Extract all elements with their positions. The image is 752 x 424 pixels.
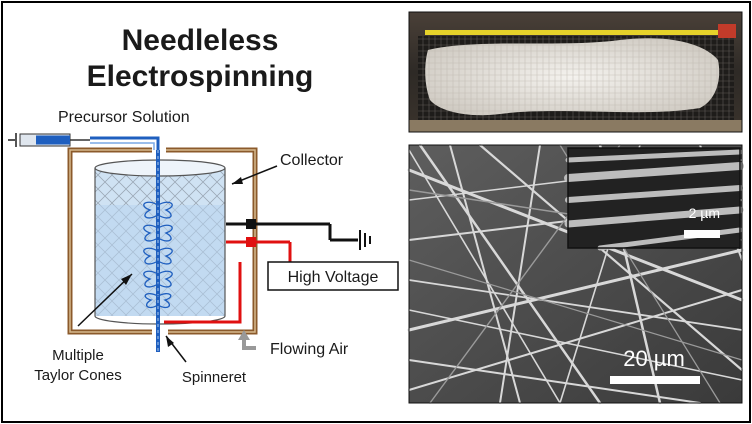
inset-scale-bar xyxy=(684,230,720,238)
collector-frame xyxy=(67,147,258,335)
syringe-icon xyxy=(8,133,90,147)
multiple-label: Multiple xyxy=(52,347,104,364)
title-line-1: Needleless xyxy=(122,24,279,57)
taylor-cones-arrow xyxy=(77,273,133,327)
high-voltage-label: High Voltage xyxy=(288,269,379,286)
sem-image xyxy=(407,143,744,405)
feed-tube xyxy=(90,136,160,150)
high-voltage-box xyxy=(267,261,399,291)
title-line-2: Electrospinning xyxy=(87,60,314,93)
main-scale-label: 20 µm xyxy=(623,346,685,371)
spinneret-label: Spinneret xyxy=(182,369,247,386)
high-voltage-wire xyxy=(164,237,292,324)
ground-icon xyxy=(359,230,371,250)
precursor-solution-label: Precursor Solution xyxy=(58,109,190,126)
inset-scale-label: 2 µm xyxy=(689,205,720,221)
taylor-cones xyxy=(143,201,173,309)
taylor-cones-label: Taylor Cones xyxy=(34,367,122,384)
fabric-photo xyxy=(409,12,742,132)
main-scale-bar xyxy=(610,376,700,384)
flowing-air-label: Flowing Air xyxy=(270,341,349,358)
ground-wire xyxy=(226,219,358,242)
collector-label: Collector xyxy=(280,152,344,169)
